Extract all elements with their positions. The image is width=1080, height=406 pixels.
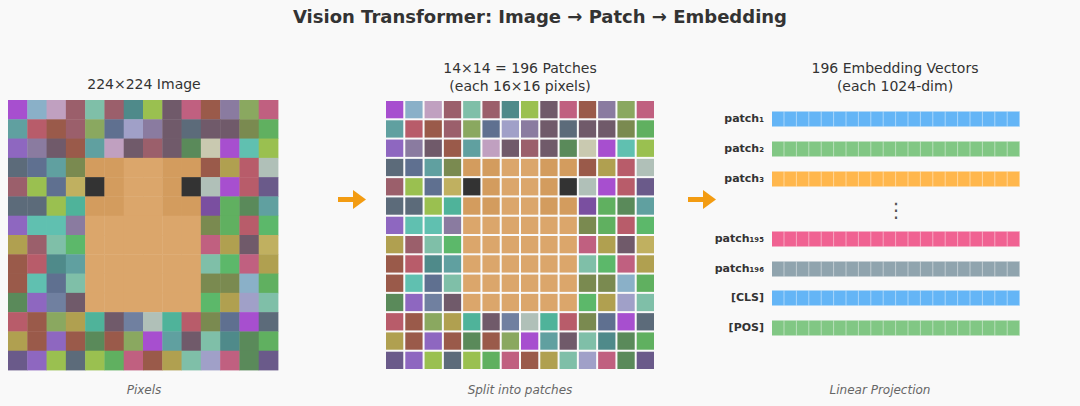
panel-heading: 224×224 Image bbox=[87, 76, 200, 93]
panel-caption: Pixels bbox=[127, 383, 162, 397]
panel-heading: 196 Embedding Vectors bbox=[812, 60, 979, 77]
pixel-image bbox=[8, 100, 278, 370]
panel-subheading: (each 16×16 pixels) bbox=[449, 78, 590, 95]
panel-heading: 14×14 = 196 Patches bbox=[443, 60, 597, 77]
flow-arrow bbox=[338, 190, 366, 209]
vector-label: [POS] bbox=[729, 321, 764, 334]
vector-label: patch₁₉₆ bbox=[715, 262, 764, 275]
panel-caption: Split into patches bbox=[468, 383, 573, 397]
flow-arrow bbox=[688, 190, 716, 209]
ellipsis: ⋮ bbox=[886, 198, 906, 222]
embedding-bars bbox=[772, 112, 1020, 336]
vector-label: patch₁₉₅ bbox=[715, 232, 764, 245]
vector-label: patch₂ bbox=[724, 142, 764, 155]
vector-label: patch₃ bbox=[724, 172, 764, 185]
panel-subheading: (each 1024-dim) bbox=[837, 78, 953, 95]
vector-label: patch₁ bbox=[724, 112, 764, 125]
patch-grid bbox=[386, 101, 654, 369]
panel-caption: Linear Projection bbox=[830, 383, 931, 397]
diagram-title: Vision Transformer: Image → Patch → Embe… bbox=[293, 6, 787, 28]
vector-label: [CLS] bbox=[731, 291, 764, 304]
